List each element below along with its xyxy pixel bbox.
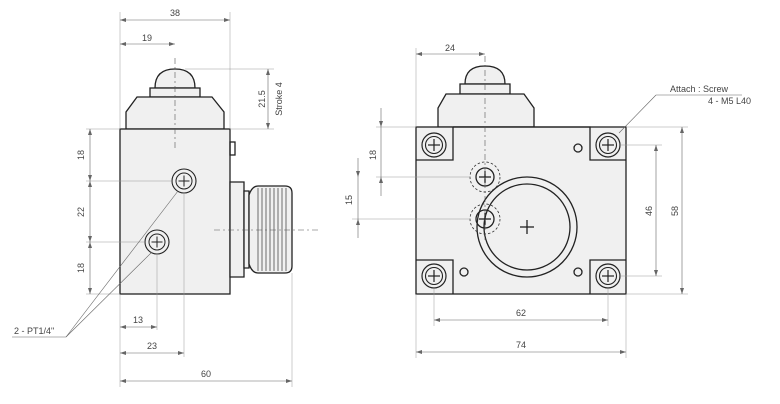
knob-cap [248, 185, 293, 274]
port-lower-icon [144, 229, 170, 255]
dim-plunger-offset: 19 [142, 33, 152, 43]
dim-port-x2: 23 [147, 341, 157, 351]
front-plate [416, 126, 626, 294]
dim-body-height: 58 [670, 206, 680, 216]
front-boss-inner [483, 183, 571, 271]
screw-top-right-icon [595, 132, 621, 158]
screw-top-left-icon [421, 132, 447, 158]
dim-width-total: 38 [170, 8, 180, 18]
screw-note: 4 - M5 L40 [708, 96, 751, 106]
screw-bottom-right-icon [595, 263, 621, 289]
side-body [119, 128, 231, 295]
side-tab [229, 141, 236, 156]
dim-port-spacing: 22 [76, 207, 86, 217]
dim-body-width: 74 [516, 340, 526, 350]
dim-hole-spacing: 15 [344, 195, 354, 205]
dim-height-plunger: 21.5 [257, 90, 267, 108]
front-plunger-housing [437, 93, 535, 128]
knob-knurl [257, 188, 287, 271]
front-body [415, 126, 627, 295]
front-boss-outer [476, 176, 578, 278]
dim-mount-width: 62 [516, 308, 526, 318]
port-note: 2 - PT1/4" [14, 326, 54, 336]
knob-base [229, 181, 245, 278]
dim-mount-height: 46 [644, 206, 654, 216]
dim-front-plunger-offset: 24 [445, 43, 455, 53]
side-view: 38 19 21.5 Stroke 4 18 22 18 2 - PT1/4" [12, 8, 320, 387]
dim-length-total: 60 [201, 369, 211, 379]
dim-hole-upper: 18 [368, 150, 378, 160]
knob-flange [243, 190, 250, 269]
front-view: 24 18 15 46 58 62 [344, 43, 751, 358]
dim-port-lower: 18 [76, 263, 86, 273]
dim-port-x1: 13 [133, 315, 143, 325]
dim-port-upper: 18 [76, 150, 86, 160]
plunger-dome [154, 68, 196, 89]
screw-bottom-left-icon [421, 263, 447, 289]
dim-stroke: Stroke 4 [274, 82, 284, 116]
port-upper-icon [171, 168, 197, 194]
attach-note: Attach : Screw [670, 84, 729, 94]
